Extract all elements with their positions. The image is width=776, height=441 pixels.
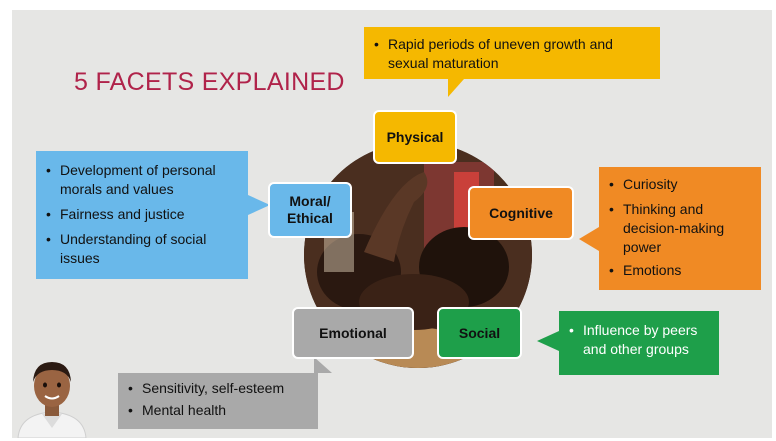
social-callout-tail: [537, 331, 559, 351]
physical-bullet-1: Rapid periods of uneven growth and sexua…: [374, 35, 650, 73]
physical-callout: Rapid periods of uneven growth and sexua…: [364, 27, 660, 97]
physical-facet: Physical: [373, 110, 457, 164]
moral-facet-line1: Moral/: [289, 193, 331, 209]
cognitive-callout-tail: [579, 227, 599, 251]
emotional-callout: Sensitivity, self-esteem Mental health: [118, 357, 332, 429]
avatar: [12, 348, 92, 438]
moral-facet-line2: Ethical: [287, 210, 333, 226]
moral-callout-tail: [248, 195, 270, 215]
cognitive-bullet-3: Emotions: [609, 261, 751, 280]
emotional-bullet-1: Sensitivity, self-esteem: [128, 379, 308, 398]
cognitive-facet: Cognitive: [468, 186, 574, 240]
cognitive-bullet-1: Curiosity: [609, 175, 751, 194]
slide-title: 5 FACETS EXPLAINED: [74, 68, 345, 96]
cognitive-callout: Curiosity Thinking and decision-making p…: [579, 167, 761, 290]
cognitive-bullet-2: Thinking and decision-making power: [609, 200, 751, 257]
social-facet: Social: [437, 307, 522, 359]
moral-facet: Moral/ Ethical: [268, 182, 352, 238]
emotional-callout-tail: [314, 357, 332, 373]
avatar-icon: [17, 362, 87, 438]
slide: 5 FACETS EXPLAINED Rapid periods of unev…: [12, 10, 772, 438]
physical-callout-tail: [448, 79, 464, 97]
emotional-facet: Emotional: [292, 307, 414, 359]
moral-bullet-3: Understanding of social issues: [46, 230, 238, 268]
emotional-bullet-2: Mental health: [128, 401, 308, 420]
social-bullet-1: Influence by peers and other groups: [569, 321, 709, 359]
social-callout: Influence by peers and other groups: [537, 311, 719, 375]
moral-callout: Development of personal morals and value…: [36, 151, 270, 279]
moral-bullet-1: Development of personal morals and value…: [46, 161, 238, 199]
moral-bullet-2: Fairness and justice: [46, 205, 238, 224]
